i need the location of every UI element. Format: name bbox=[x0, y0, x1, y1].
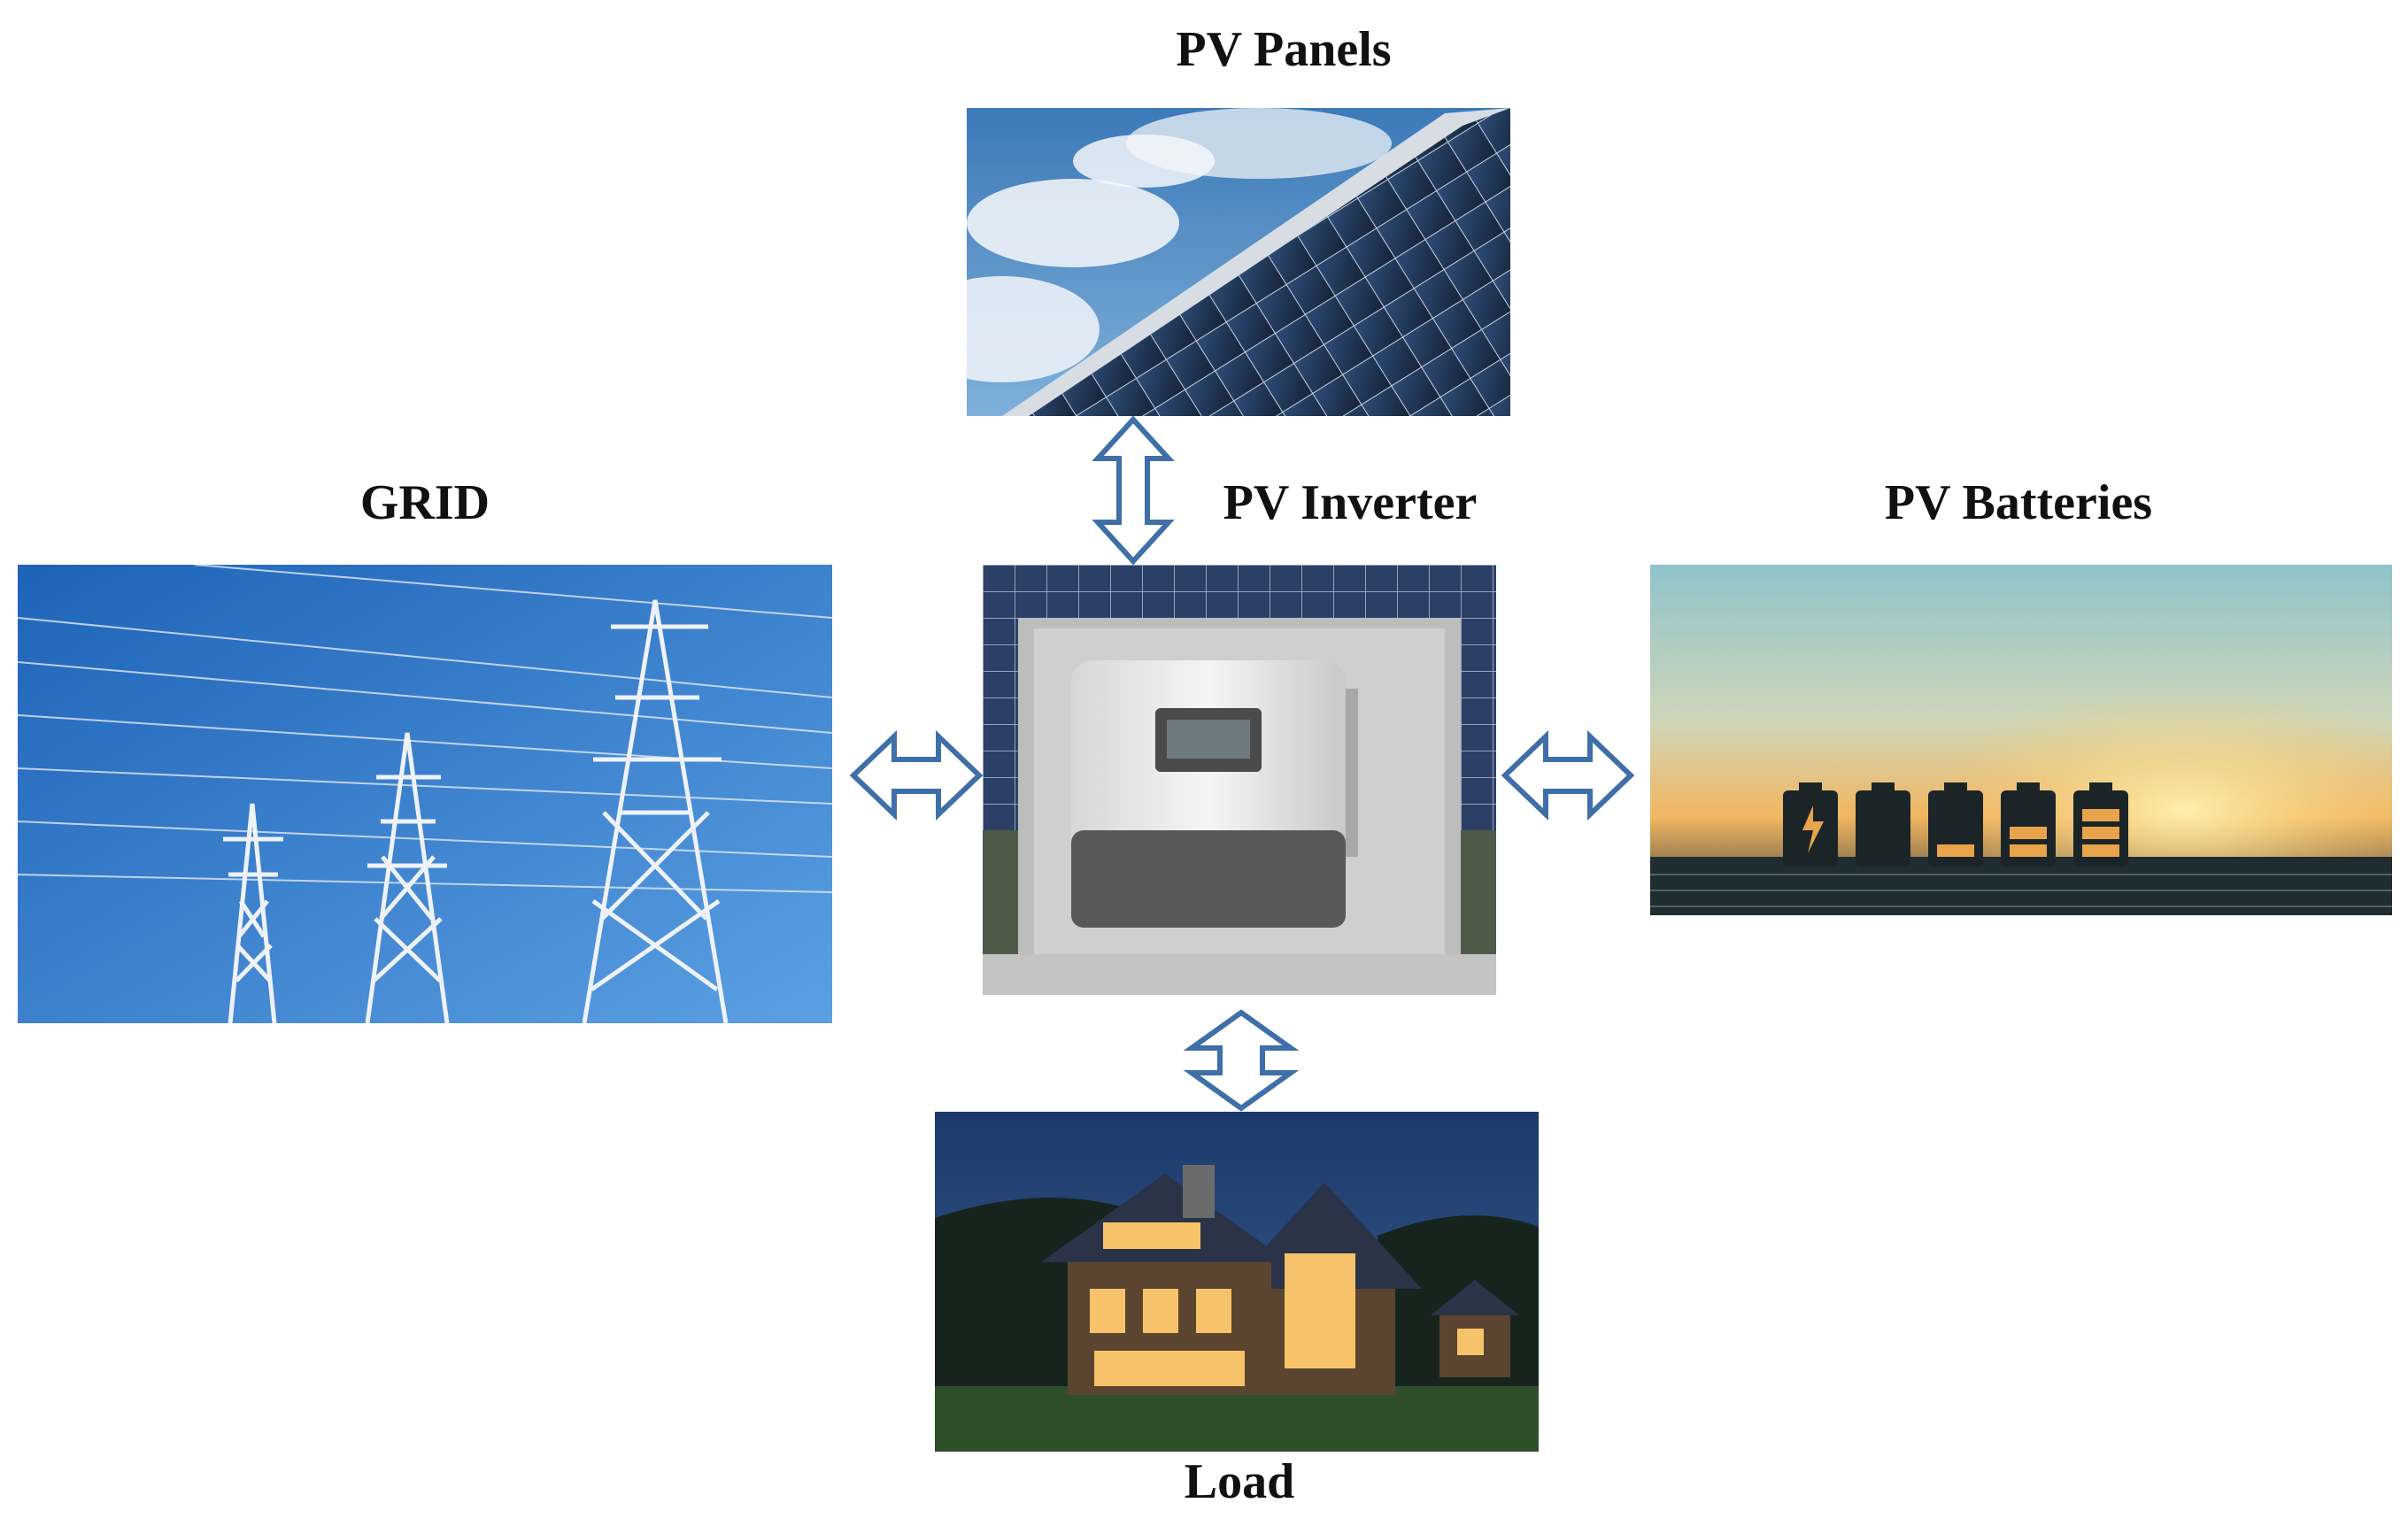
pv-batteries-label: PV Batteries bbox=[1884, 475, 2153, 530]
pv-inverter-image bbox=[983, 565, 1496, 995]
double-arrow-panels-inverter bbox=[1092, 415, 1175, 566]
double-arrow-grid-inverter bbox=[849, 729, 984, 821]
grid-image bbox=[18, 565, 832, 1023]
pv-inverter-label: PV Inverter bbox=[1223, 475, 1478, 530]
pv-panels-image bbox=[967, 108, 1510, 416]
load-label: Load bbox=[1184, 1454, 1295, 1509]
pv-panels-label: PV Panels bbox=[1176, 22, 1392, 77]
pv-batteries-image bbox=[1650, 565, 2392, 915]
double-arrow-inverter-batteries bbox=[1501, 729, 1635, 821]
load-image bbox=[935, 1112, 1539, 1452]
grid-label: GRID bbox=[359, 475, 490, 530]
double-arrow-inverter-load bbox=[1183, 1009, 1300, 1112]
